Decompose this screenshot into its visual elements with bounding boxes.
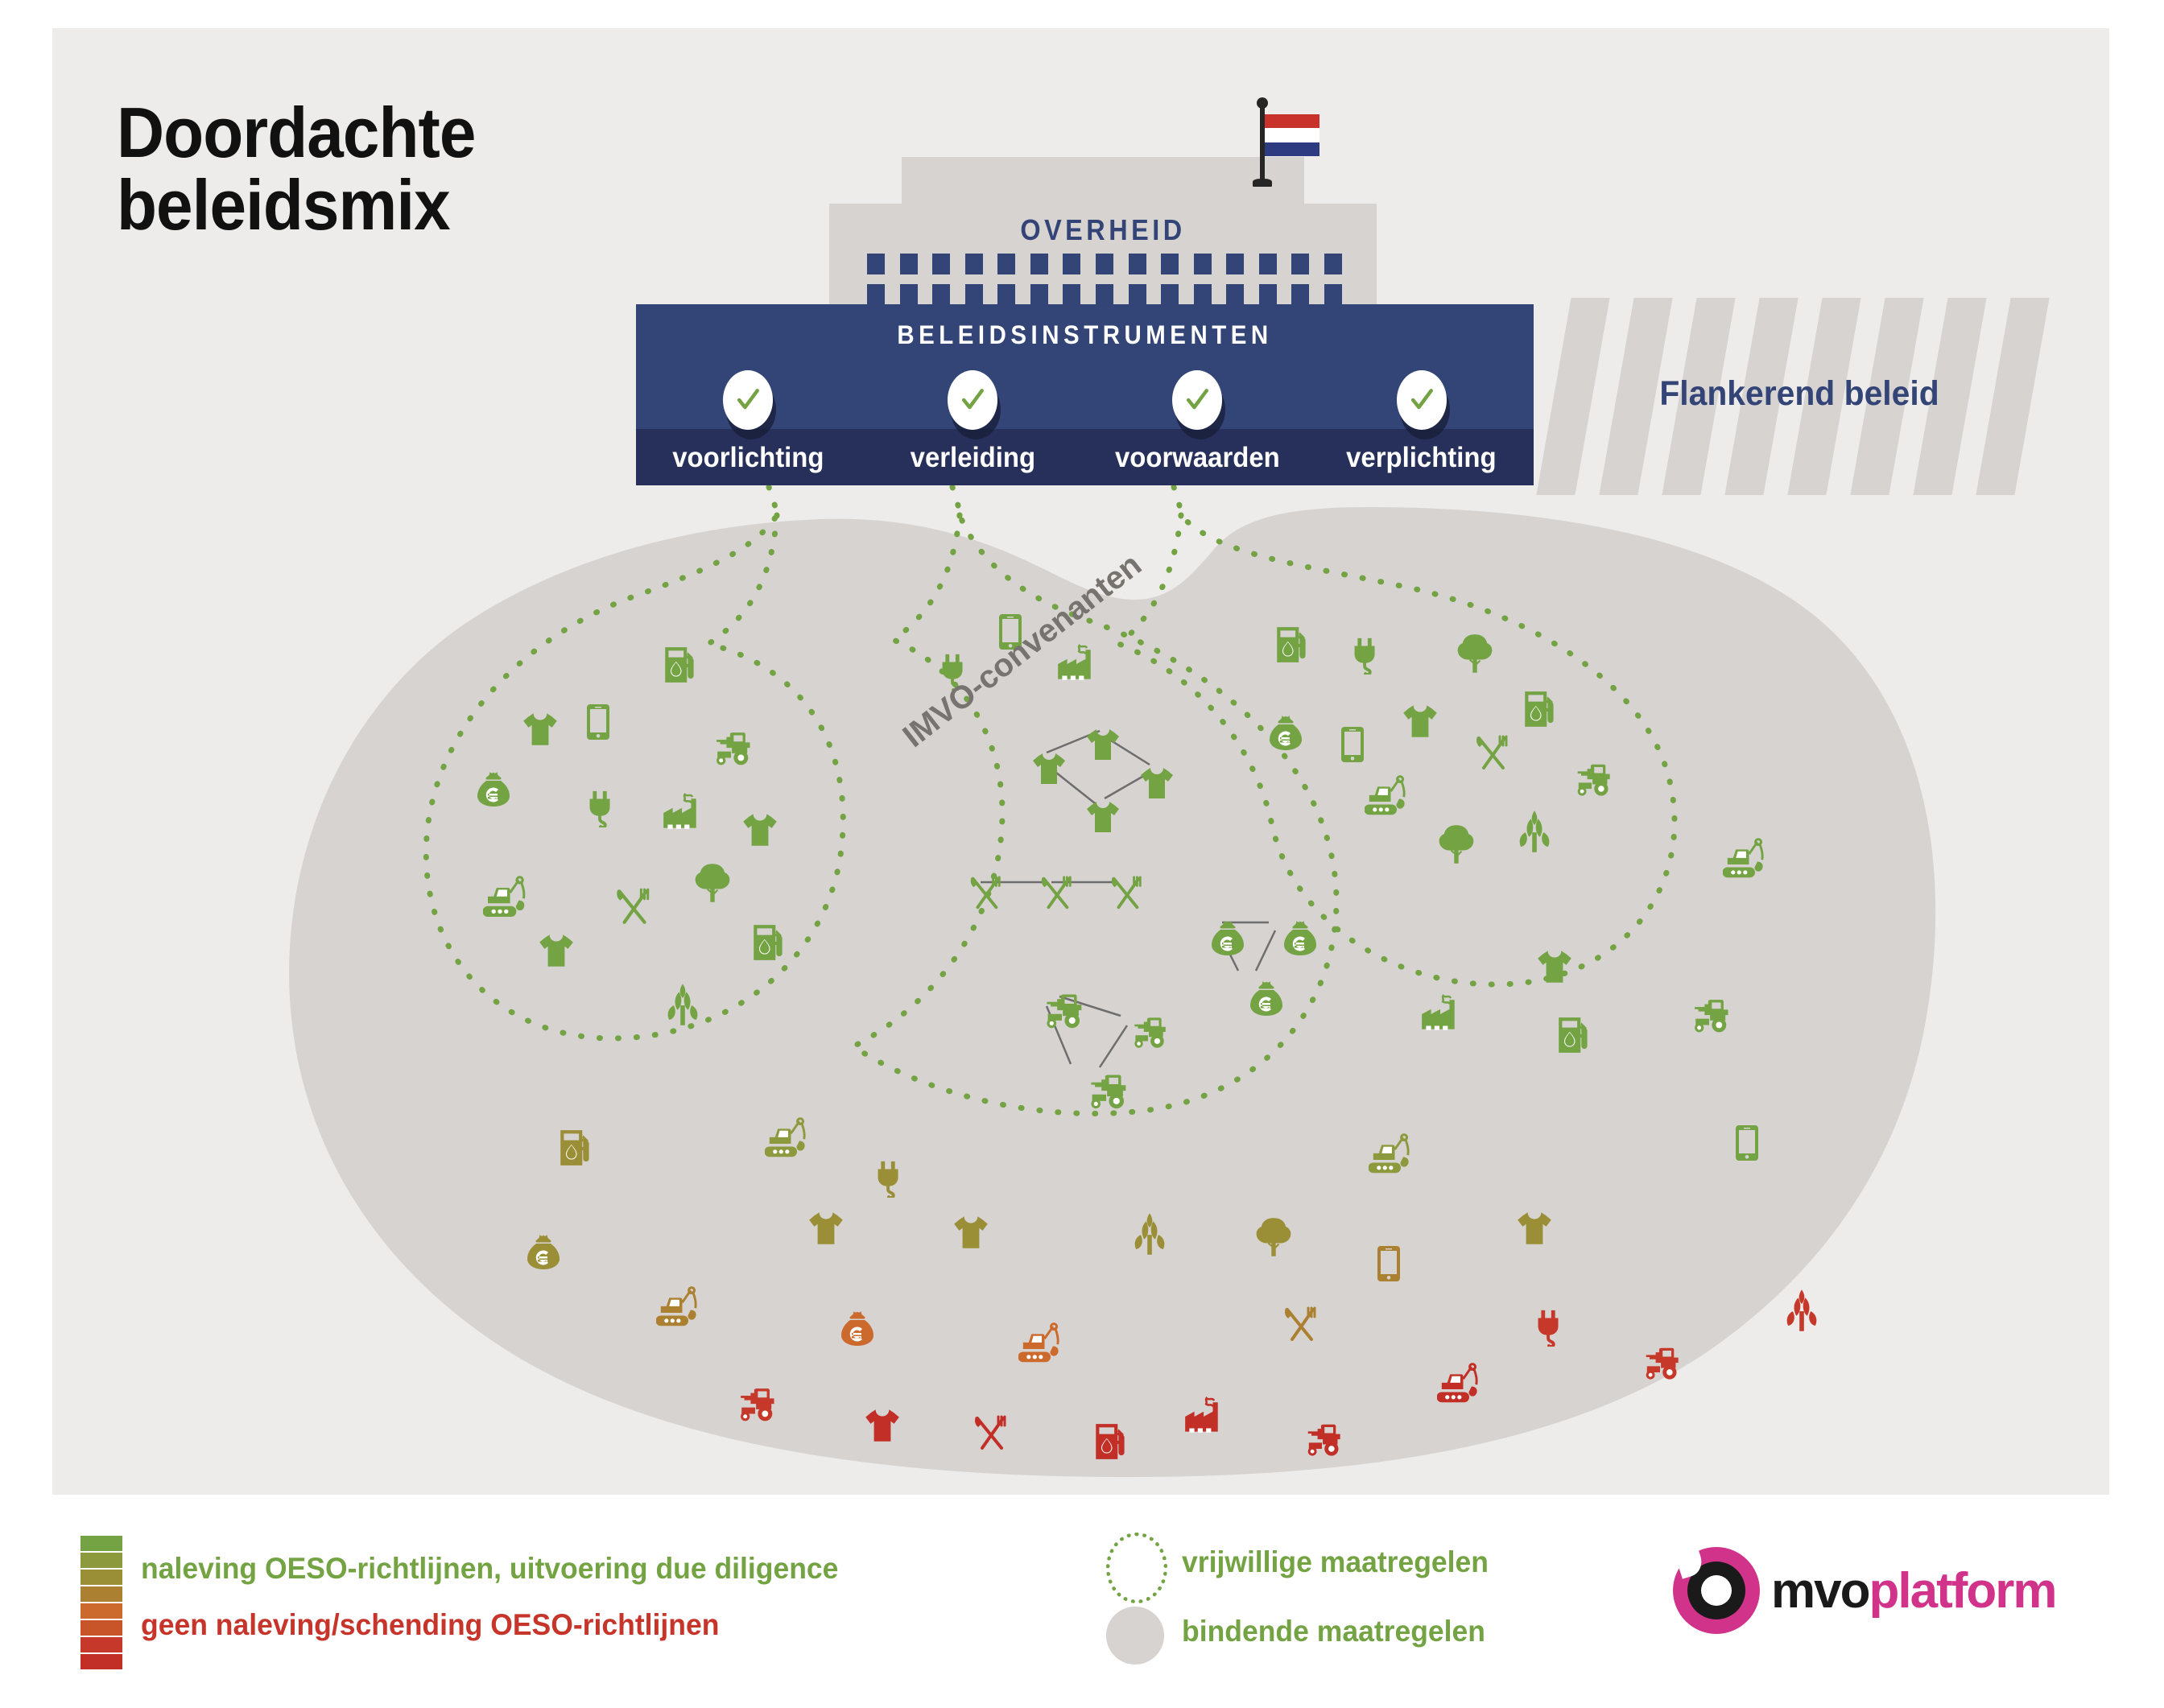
flag-stripe [1265, 114, 1319, 129]
instrument-label-voorlichting[interactable]: voorlichting [672, 442, 824, 473]
instrument-check-verleiding[interactable] [861, 370, 1085, 430]
logo-text-platform: platform [1869, 1562, 2057, 1619]
gradient-swatch [81, 1620, 122, 1636]
building-window [867, 254, 885, 274]
building-window [1095, 284, 1113, 305]
legend-binding-label: bindende maatregelen [1182, 1615, 1486, 1648]
flanking-policy-label: Flankerend beleid [1659, 374, 1939, 413]
instruments-upper-band [636, 304, 1534, 429]
building-window [1161, 254, 1179, 274]
page-title: Doordachte beleidsmix [117, 93, 476, 245]
gradient-swatch [81, 1586, 122, 1602]
flag-stripe [1265, 142, 1319, 156]
connector-verleiding [949, 484, 963, 518]
building-window [964, 284, 983, 305]
building-roof [902, 157, 1304, 205]
building-window [1128, 254, 1146, 274]
instruments-heading: BELEIDSINSTRUMENTEN [897, 320, 1273, 349]
check-icon [948, 370, 998, 430]
connector-voorlichting [766, 484, 780, 518]
legend-compliance-label: naleving OESO-richtlijnen, uitvoering du… [141, 1552, 839, 1585]
building-window [1226, 254, 1245, 274]
building-window [1095, 254, 1113, 274]
flanking-policy-block: Flankerend beleid [1536, 298, 2050, 495]
mvoplatform-logo[interactable]: mvoplatform [1673, 1545, 2057, 1634]
building-window [1193, 254, 1212, 274]
government-label: OVERHEID [1020, 213, 1186, 246]
icon-plant [1786, 1289, 1817, 1331]
building-window [1063, 254, 1081, 274]
logo-wordmark: mvoplatform [1771, 1562, 2057, 1619]
building-window [1161, 284, 1179, 305]
logo-text-mvo: mvo [1771, 1562, 1870, 1619]
instrument-check-voorlichting[interactable] [636, 370, 861, 430]
gradient-swatch [81, 1603, 122, 1619]
gradient-swatch [81, 1570, 122, 1585]
building-window [1226, 284, 1245, 305]
voluntary-bubbles [423, 508, 1678, 1116]
flag-stripe [1265, 128, 1319, 142]
instrument-check-voorwaarden[interactable] [1085, 370, 1310, 430]
building-window [1291, 284, 1310, 305]
dotted-circle-icon [1106, 1533, 1167, 1603]
gradient-swatch [81, 1637, 122, 1652]
instrument-label-verplichting[interactable]: verplichting [1346, 442, 1497, 473]
mvo-ring-icon [1673, 1545, 1760, 1634]
check-icon [723, 370, 774, 430]
instrument-label-voorwaarden[interactable]: voorwaarden [1114, 442, 1280, 473]
legend-noncompliance-label: geen naleving/schending OESO-richtlijnen [141, 1608, 720, 1641]
instrument-label-verleiding[interactable]: verleiding [910, 442, 1035, 473]
instrument-checks [636, 370, 1534, 430]
filled-gray-circle-icon [1106, 1607, 1164, 1665]
gradient-swatch [81, 1654, 122, 1669]
instrument-connectors [766, 484, 1184, 518]
building-window [1258, 284, 1277, 305]
instruments-lower-band [636, 429, 1534, 485]
gradient-swatch [81, 1553, 122, 1568]
building-window [1324, 284, 1342, 305]
instrument-check-verplichting[interactable] [1309, 370, 1534, 430]
voluntary-bubble-right [1113, 508, 1678, 988]
window-row-2 [867, 284, 1342, 305]
dutch-flag-icon [1265, 114, 1319, 156]
building-window [1258, 254, 1277, 274]
check-icon [1171, 370, 1222, 430]
gradient-swatch [81, 1536, 122, 1551]
policy-instruments-bar: BELEIDSINSTRUMENTEN voorlichting verleidi… [636, 304, 1534, 485]
building-window [1193, 284, 1212, 305]
building-window [1324, 254, 1342, 274]
building-window [964, 254, 983, 274]
building-window [932, 284, 951, 305]
legend-area [0, 1497, 2164, 1708]
building-window [1128, 284, 1146, 305]
legend-voluntary-label: vrijwillige maatregelen [1182, 1545, 1489, 1578]
building-window [1030, 284, 1048, 305]
voluntary-bubble-middle [848, 514, 1340, 1116]
building-window [997, 284, 1016, 305]
window-row-1 [867, 254, 1342, 274]
instrument-labels: voorlichting verleiding voorwaarden verplic… [636, 431, 1534, 485]
flagpole-icon [1253, 97, 1272, 187]
building-window [1030, 254, 1048, 274]
building-window [867, 284, 885, 305]
binding-measures-blob [289, 507, 1936, 1477]
building-window [899, 254, 918, 274]
compliance-gradient-swatches [81, 1536, 122, 1671]
government-building: OVERHEID [829, 157, 1377, 336]
building-window [899, 284, 918, 305]
building-window [1291, 254, 1310, 274]
building-window [997, 254, 1016, 274]
check-icon [1396, 370, 1447, 430]
building-window [1063, 284, 1081, 305]
building-window [932, 254, 951, 274]
connector-voorwaarden [1171, 484, 1184, 518]
